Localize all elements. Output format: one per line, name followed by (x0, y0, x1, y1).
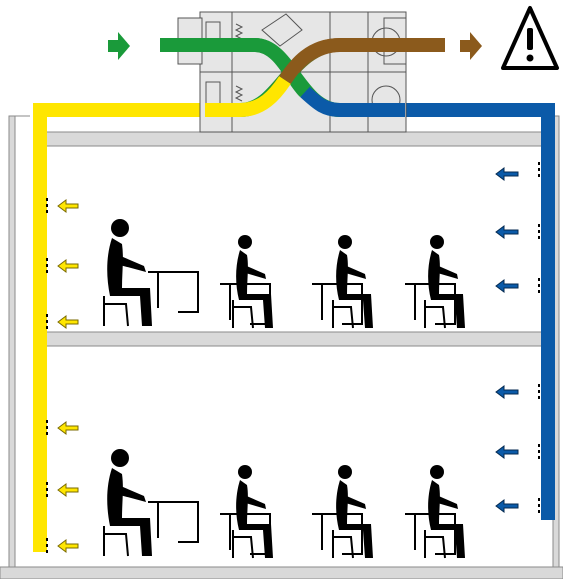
extract-vents (495, 162, 540, 514)
desk (147, 501, 199, 543)
left-wall (8, 115, 16, 568)
roof-slab (43, 131, 558, 147)
warning-triangle-icon (501, 6, 559, 70)
occupant (232, 464, 274, 559)
occupant-large (103, 448, 153, 557)
desk (147, 271, 199, 313)
desk (311, 283, 363, 325)
air-streams (160, 38, 445, 117)
middle-slab (43, 331, 558, 347)
supply-duct (33, 103, 205, 552)
occupant-large (103, 218, 153, 327)
lower-floor (103, 448, 466, 559)
extract-duct (405, 103, 555, 520)
supply-vents (46, 198, 79, 554)
brown-arrow-icon (460, 32, 482, 60)
green-arrow-icon (108, 32, 130, 60)
upper-floor (103, 218, 466, 329)
occupant (332, 234, 374, 329)
ground-slab (0, 566, 563, 579)
desk (311, 513, 363, 555)
occupant (424, 464, 466, 559)
occupant (424, 234, 466, 329)
building (0, 115, 563, 579)
occupant (332, 464, 374, 559)
occupant (232, 234, 274, 329)
